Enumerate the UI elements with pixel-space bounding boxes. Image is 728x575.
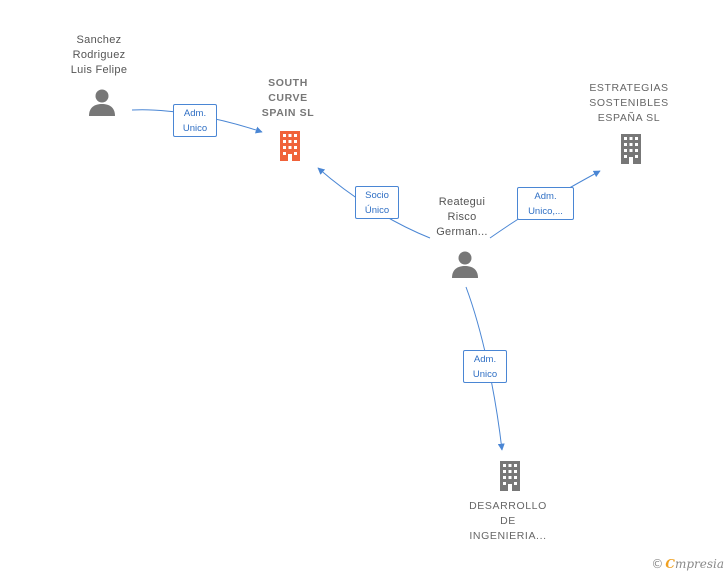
company-label-estrategias[interactable]: ESTRATEGIAS SOSTENIBLES ESPAÑA SL xyxy=(576,81,682,126)
label-line: DE xyxy=(500,515,516,527)
edge-label-reategui-south-curve[interactable]: Socio Único xyxy=(355,186,399,219)
label-line: SOSTENIBLES xyxy=(589,97,669,109)
edge-label-reategui-estrategias[interactable]: Adm. Unico,... xyxy=(517,187,574,220)
edge-label-line: Unico xyxy=(182,123,208,134)
edge-label-reategui-desarrollo[interactable]: Adm. Unico xyxy=(463,350,507,383)
edge-label-line: Adm. xyxy=(473,354,497,365)
label-line: DESARROLLO xyxy=(469,500,547,512)
label-line: INGENIERIA... xyxy=(469,530,547,542)
company-label-south-curve[interactable]: SOUTH CURVE SPAIN SL xyxy=(238,76,338,121)
label-line: CURVE xyxy=(268,92,308,104)
label-line: German... xyxy=(436,226,488,238)
label-line: SOUTH xyxy=(268,77,308,89)
label-line: Risco xyxy=(447,211,477,223)
person-label-reategui[interactable]: Reategui Risco German... xyxy=(412,195,512,240)
building-icon[interactable] xyxy=(494,460,526,492)
building-icon[interactable] xyxy=(615,133,647,165)
label-line: Reategui xyxy=(438,196,486,208)
label-line: Sanchez xyxy=(76,34,122,46)
edge-label-line: Socio xyxy=(365,190,389,201)
brand-name: mpresia xyxy=(674,557,724,571)
edge-label-line: Unico,... xyxy=(528,206,563,217)
label-line: Rodriguez xyxy=(72,49,126,61)
edge-label-line: Unico xyxy=(472,369,498,380)
edge-label-sanchez-south-curve[interactable]: Adm. Unico xyxy=(173,104,217,137)
company-label-desarrollo[interactable]: DESARROLLO DE INGENIERIA... xyxy=(456,499,560,544)
label-line: SPAIN SL xyxy=(261,107,315,119)
copyright-symbol: © xyxy=(651,557,664,571)
edge-label-line: Único xyxy=(364,205,390,216)
edge-label-line: Adm. xyxy=(534,191,557,202)
person-icon[interactable] xyxy=(87,87,117,117)
person-icon[interactable] xyxy=(450,249,480,279)
label-line: Luis Felipe xyxy=(70,64,128,76)
brand-logo: ©Cmpresia xyxy=(651,557,724,571)
edge-label-line: Adm. xyxy=(183,108,207,119)
person-label-sanchez[interactable]: Sanchez Rodriguez Luis Felipe xyxy=(48,33,150,78)
building-icon[interactable] xyxy=(274,130,306,162)
label-line: ESTRATEGIAS xyxy=(589,82,669,94)
label-line: ESPAÑA SL xyxy=(597,112,661,124)
brand-initial: C xyxy=(665,557,675,571)
